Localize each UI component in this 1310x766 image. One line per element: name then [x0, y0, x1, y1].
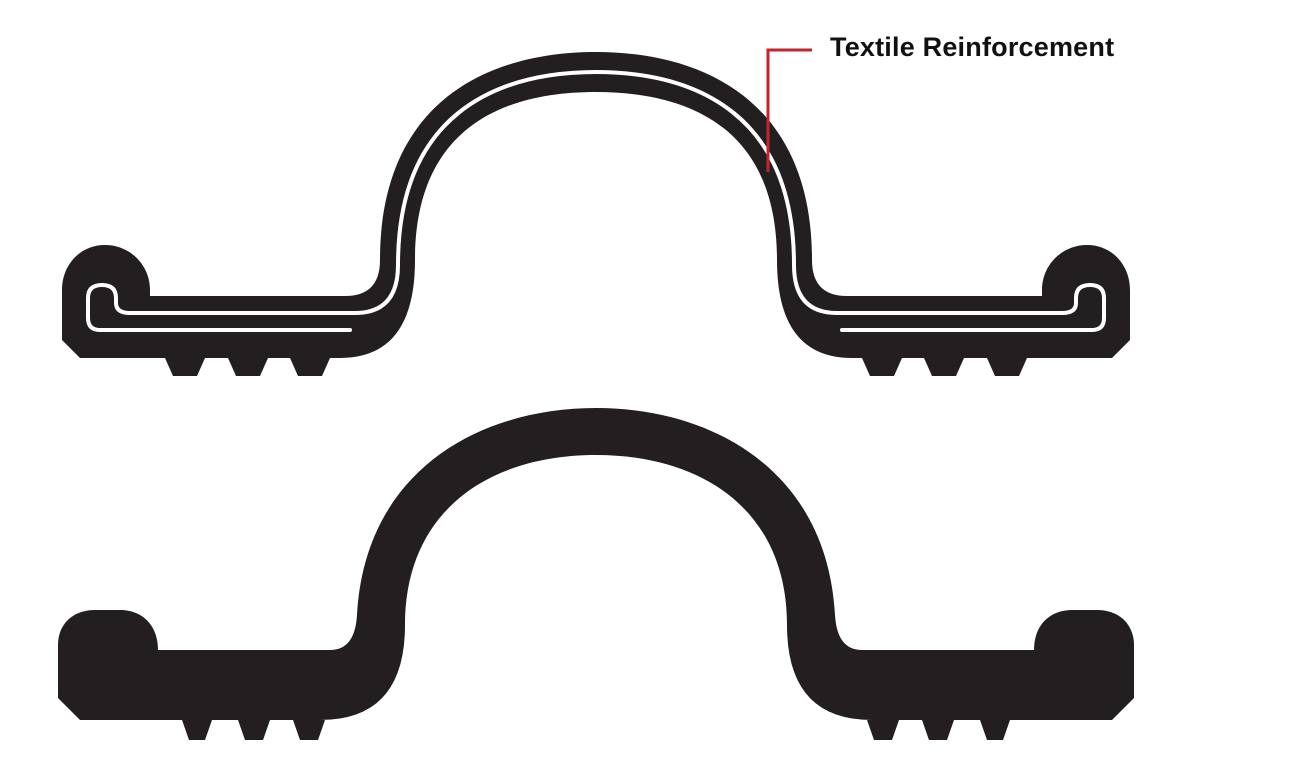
unreinforced-profile: [58, 408, 1134, 740]
reinforced-profile: [62, 50, 1132, 378]
reinforced-profile-right-half: [593, 50, 1132, 378]
textile-reinforcement-label: Textile Reinforcement: [830, 32, 1115, 62]
annotation-leader-line: [766, 48, 812, 172]
unreinforced-profile-body: [58, 408, 596, 740]
reinforced-profile-body: [62, 52, 596, 376]
unreinforced-profile-right-half: [596, 408, 1134, 740]
textile-reinforcement-line: [86, 70, 599, 332]
